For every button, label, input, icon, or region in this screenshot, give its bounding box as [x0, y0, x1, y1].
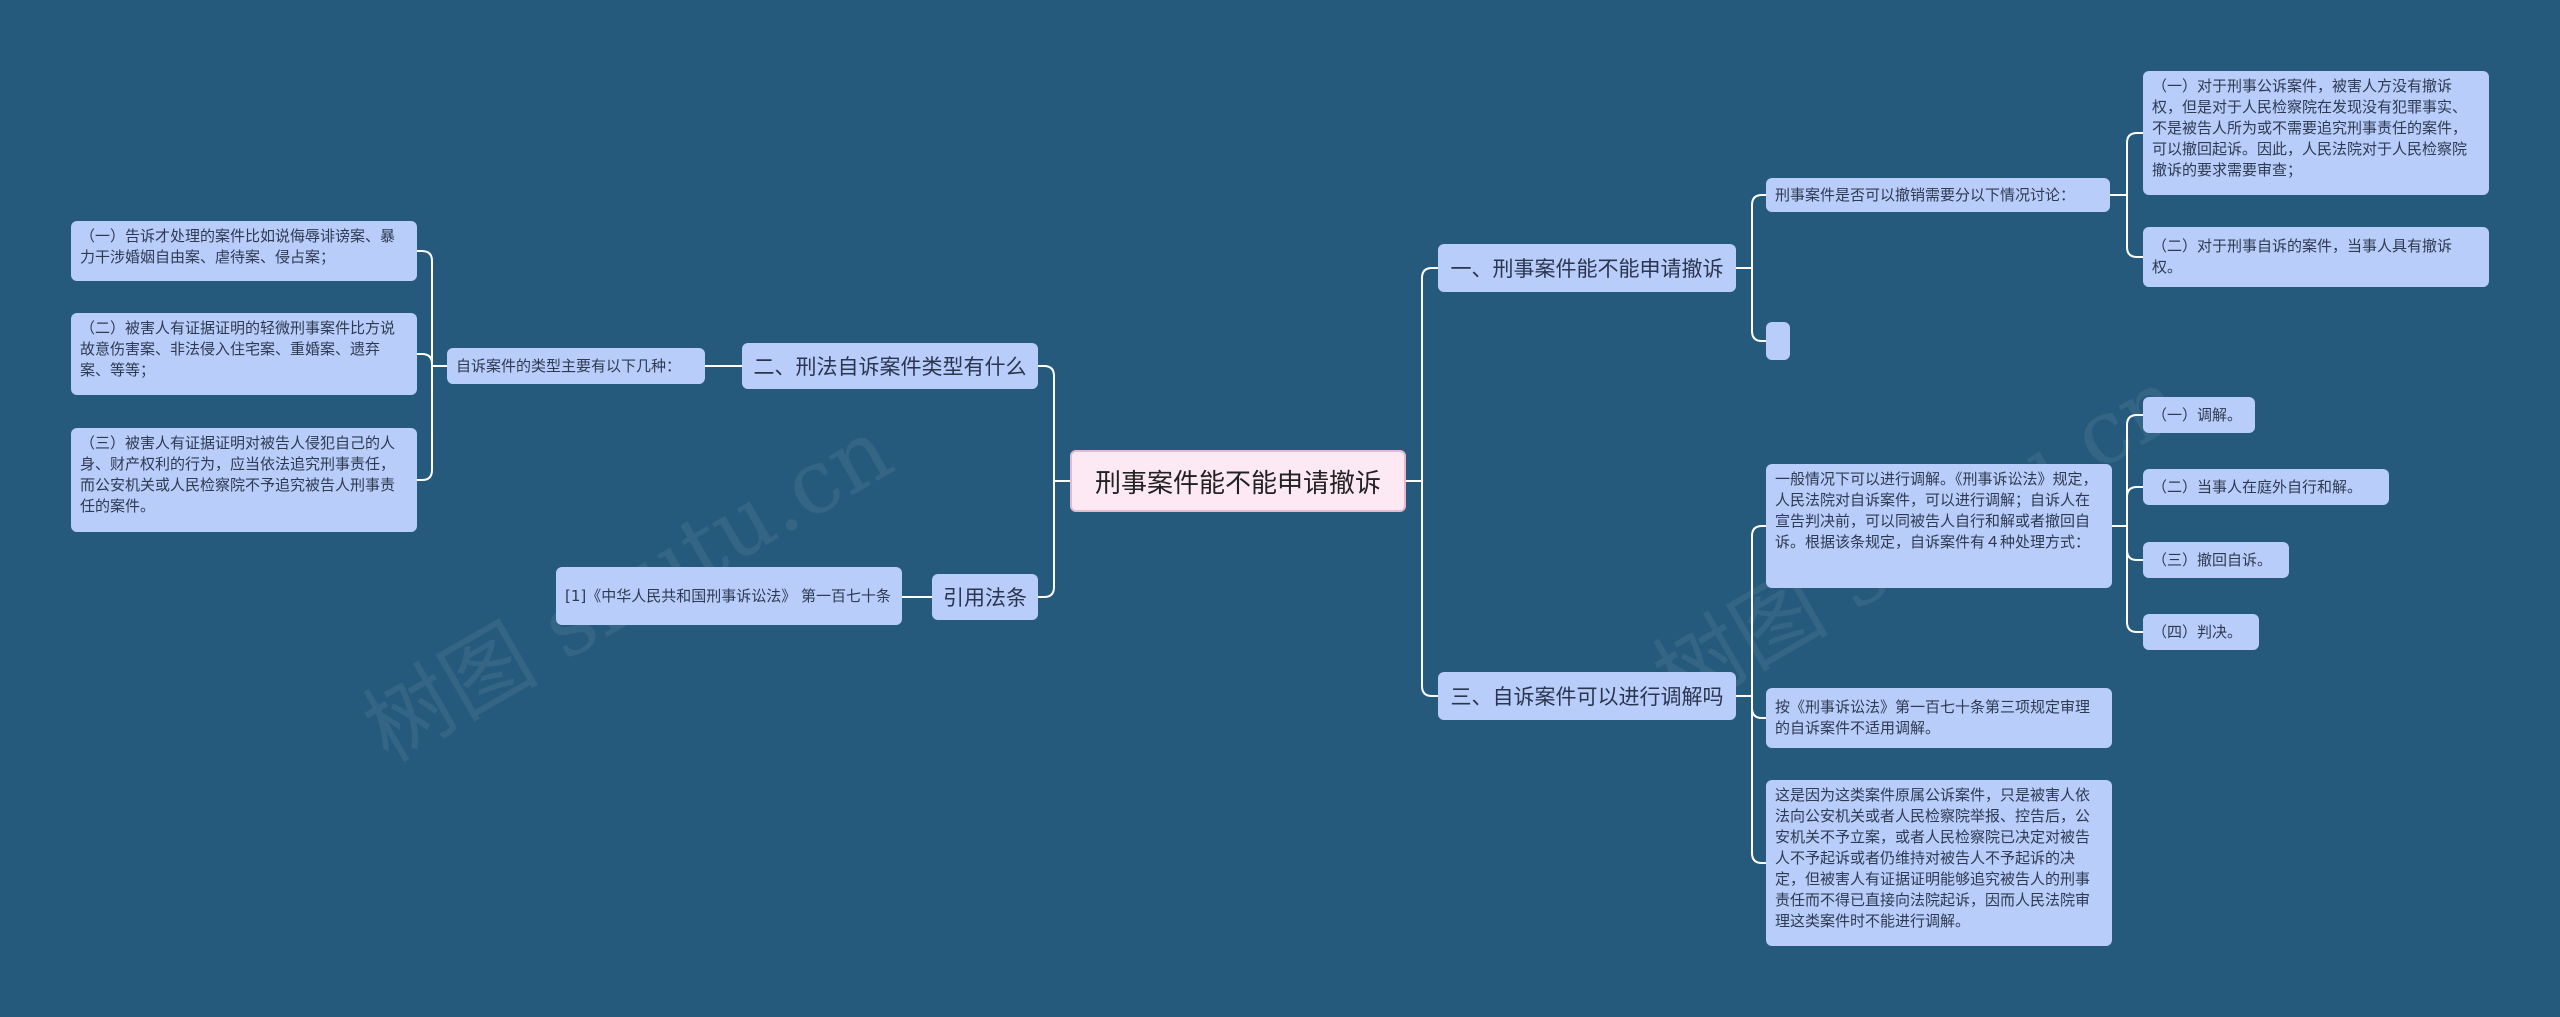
root-to-branch-1 — [1406, 267, 1438, 482]
branch-node-1[interactable]: 一、刑事案件能不能申请撤诉 — [1438, 244, 1736, 292]
branch-node-2[interactable]: 二、刑法自诉案件类型有什么 — [742, 343, 1038, 389]
list-item[interactable]: （一）调解。 — [2143, 397, 2255, 433]
sub-to-leaf — [2110, 194, 2143, 258]
branch-3-to-sub — [1736, 525, 1766, 697]
branch-3-to-sub — [1736, 695, 1766, 864]
root-to-branch-3 — [1406, 480, 1438, 697]
sub-node[interactable]: 自诉案件的类型主要有以下几种： — [447, 348, 705, 384]
root-to-branch-2 — [1038, 365, 1070, 482]
sub-to-item — [2112, 486, 2143, 527]
sub-to-leaf — [2110, 132, 2143, 196]
sub-to-leaf — [417, 365, 447, 481]
leaf-node[interactable]: 这是因为这类案件原属公诉案件，只是被害人依法向公安机关或者人民检察院举报、控告后… — [1766, 780, 2112, 946]
empty-node[interactable] — [1766, 322, 1790, 360]
root-node[interactable]: 刑事案件能不能申请撤诉 — [1070, 450, 1406, 512]
leaf-node[interactable]: 按《刑事诉讼法》第一百七十条第三项规定审理的自诉案件不适用调解。 — [1766, 688, 2112, 748]
branch-node-3[interactable]: 三、自诉案件可以进行调解吗 — [1438, 672, 1736, 720]
leaf-node[interactable]: （一）告诉才处理的案件比如说侮辱诽谤案、暴力干涉婚姻自由案、虐待案、侵占案； — [71, 221, 417, 281]
leaf-node[interactable]: [1]《中华人民共和国刑事诉讼法》 第一百七十条 — [556, 567, 902, 625]
branch-node-4[interactable]: 引用法条 — [932, 574, 1038, 620]
leaf-node[interactable]: （二）被害人有证据证明的轻微刑事案件比方说故意伤害案、非法侵入住宅案、重婚案、遗… — [71, 313, 417, 395]
root-to-branch-4 — [1038, 480, 1070, 598]
branch-1-to-empty — [1736, 267, 1766, 342]
leaf-node[interactable]: 一般情况下可以进行调解。《刑事诉讼法》规定，人民法院对自诉案件，可以进行调解；自… — [1766, 464, 2112, 588]
sub-to-item — [2112, 525, 2143, 633]
list-item[interactable]: （四）判决。 — [2143, 614, 2259, 650]
leaf-node[interactable]: （三）被害人有证据证明对被告人侵犯自己的人身、财产权利的行为，应当依法追究刑事责… — [71, 428, 417, 532]
sub-to-item — [2112, 414, 2143, 527]
sub-node[interactable]: 刑事案件是否可以撤销需要分以下情况讨论： — [1766, 178, 2110, 212]
sub-to-leaf — [417, 250, 447, 367]
leaf-node[interactable]: （二）对于刑事自诉的案件，当事人具有撤诉权。 — [2143, 227, 2489, 287]
list-item[interactable]: （三）撤回自诉。 — [2143, 542, 2289, 578]
branch-1-to-sub — [1736, 194, 1766, 269]
leaf-node[interactable]: （一）对于刑事公诉案件，被害人方没有撤诉权，但是对于人民检察院在发现没有犯罪事实… — [2143, 71, 2489, 195]
sub-to-leaf — [417, 353, 447, 367]
list-item[interactable]: （二）当事人在庭外自行和解。 — [2143, 469, 2389, 505]
